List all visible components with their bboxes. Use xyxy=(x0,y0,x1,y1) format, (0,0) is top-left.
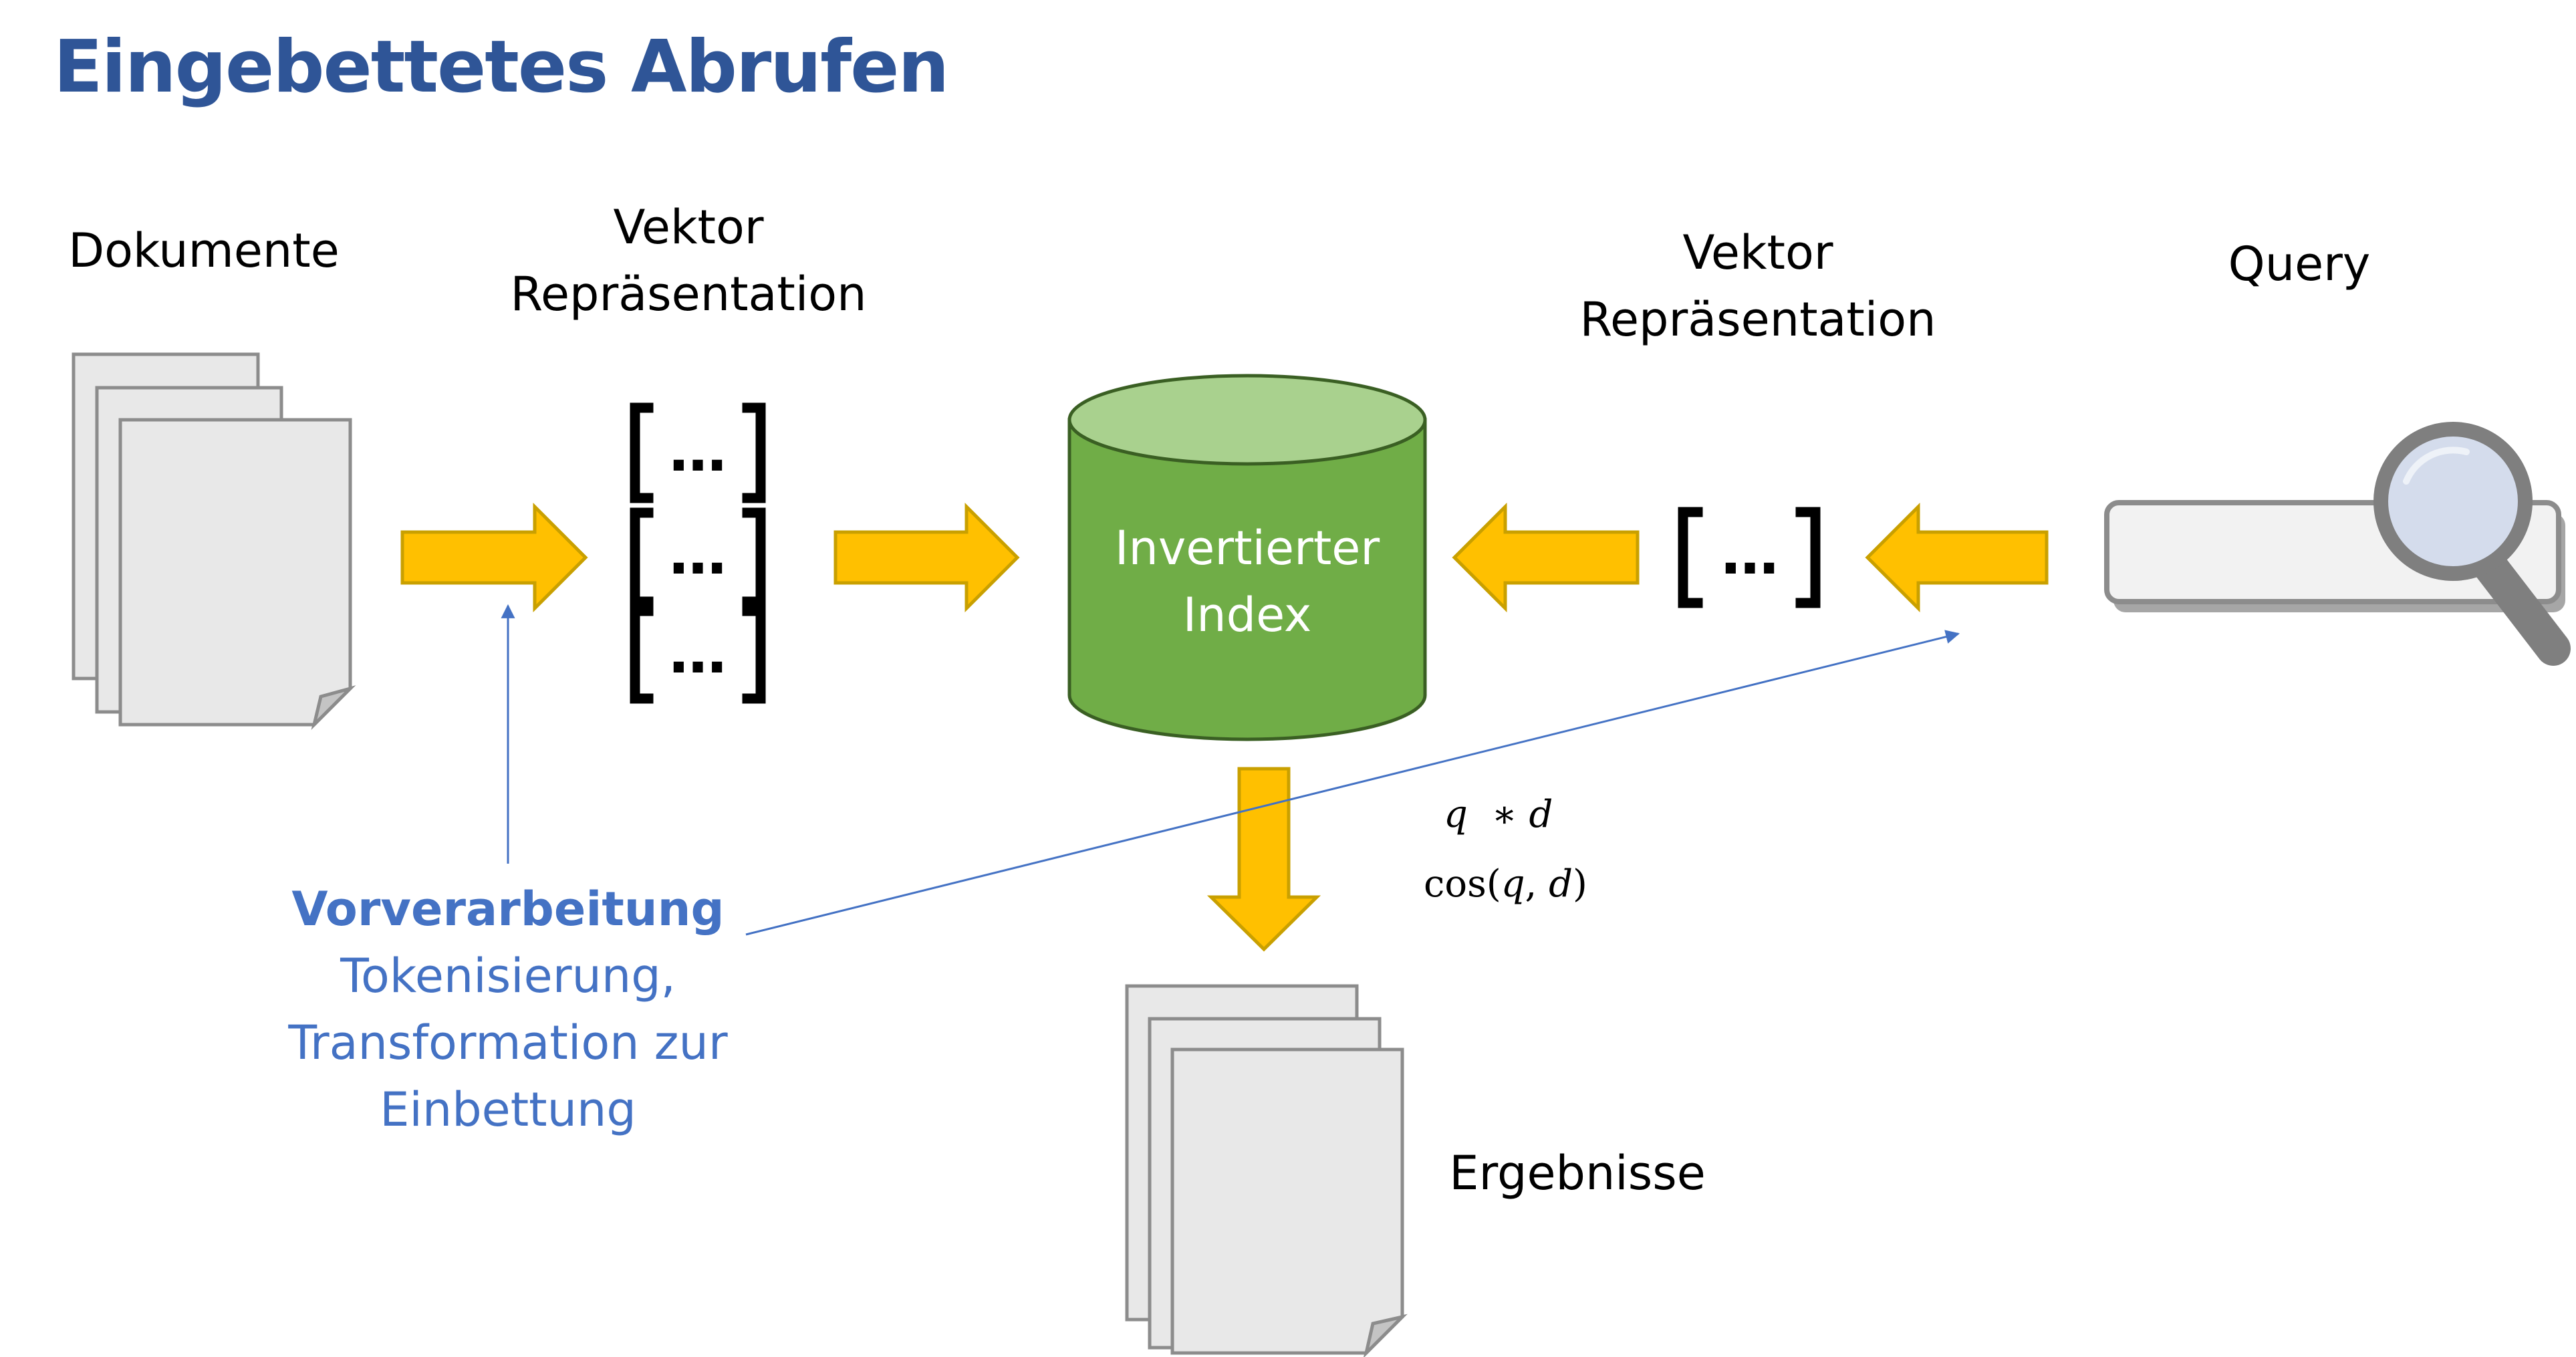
label-vector-right-line1: Vektor xyxy=(1682,225,1833,280)
label-vector-left-line2: Repräsentation xyxy=(510,267,867,322)
result-dog-ear xyxy=(1364,1314,1408,1357)
preprocessing-line1: Tokenisierung, xyxy=(340,949,676,1003)
label-index-line1: Invertierter xyxy=(1114,521,1380,576)
formula-dot-d: d xyxy=(1529,793,1553,836)
label-documents: Dokumente xyxy=(68,223,340,278)
bracket-row2-left xyxy=(630,507,654,607)
label-vector-left: Vektor Repräsentation xyxy=(488,194,889,328)
magnifier-shine xyxy=(2403,447,2470,485)
arrow-vector-to-index xyxy=(1452,502,1640,613)
formula-cos-func: cos xyxy=(1424,862,1487,906)
query-search-icon xyxy=(2104,422,2571,666)
documents-stack-icon xyxy=(72,352,356,731)
preprocessing-line2: Transformation zur xyxy=(288,1015,728,1070)
bracket-right-right xyxy=(1795,507,1821,608)
vector-right-bracket xyxy=(1678,507,1821,608)
formula-cos-d: d xyxy=(1549,862,1573,906)
arrow-vectors-to-index xyxy=(833,502,1020,613)
preprocessing-arrow-to-query xyxy=(745,630,1960,936)
vector-left-dots-2: … xyxy=(669,521,727,588)
arrow-index-to-results xyxy=(1206,767,1321,952)
formula-dot-operator: ∗ xyxy=(1491,793,1517,836)
bracket-row3-left xyxy=(630,606,654,704)
cylinder-body xyxy=(1067,418,1427,741)
label-inverted-index: Invertierter Index xyxy=(1080,515,1414,648)
preprocessing-heading: Vorverarbeitung xyxy=(291,882,725,937)
formula-dot-product: q ∗ d xyxy=(1444,793,1553,836)
label-vector-right-line2: Repräsentation xyxy=(1579,292,1936,347)
vector-left-dots-1: … xyxy=(669,418,727,485)
preprocessing-annotation: Vorverarbeitung Tokenisierung, Transform… xyxy=(247,876,769,1143)
inverted-index-cylinder-icon xyxy=(1067,374,1427,741)
label-vector-right: Vektor Repräsentation xyxy=(1557,219,1958,353)
page-title: Eingebettetes Abrufen xyxy=(53,25,949,109)
vector-left-brackets xyxy=(630,402,766,704)
bracket-row1-right xyxy=(742,402,766,503)
formula-cos-q: q xyxy=(1501,862,1525,906)
formula-cosine: cos(q, d) xyxy=(1424,862,1587,906)
magnifier-handle xyxy=(2469,544,2571,666)
bracket-row1-left xyxy=(630,402,654,503)
cylinder-top xyxy=(1067,374,1427,466)
document-page-front xyxy=(118,418,352,727)
arrow-documents-to-vectors xyxy=(400,502,588,613)
bracket-right-left xyxy=(1678,507,1703,608)
bracket-row3-right xyxy=(742,606,766,704)
label-results: Ergebnisse xyxy=(1449,1146,1706,1201)
label-query: Query xyxy=(2228,237,2371,291)
arrow-query-to-vector xyxy=(1865,502,2049,613)
result-page-front xyxy=(1170,1047,1404,1355)
vector-left-dots-3: … xyxy=(669,620,727,687)
document-dog-ear xyxy=(311,685,356,731)
results-stack-icon xyxy=(1125,984,1408,1357)
vector-right-dots: … xyxy=(1721,521,1779,588)
bracket-row2-right xyxy=(742,507,766,607)
formula-dot-q: q xyxy=(1444,793,1468,836)
label-vector-left-line1: Vektor xyxy=(613,200,764,255)
preprocessing-line3: Einbettung xyxy=(380,1082,636,1137)
label-index-line2: Index xyxy=(1182,588,1312,642)
